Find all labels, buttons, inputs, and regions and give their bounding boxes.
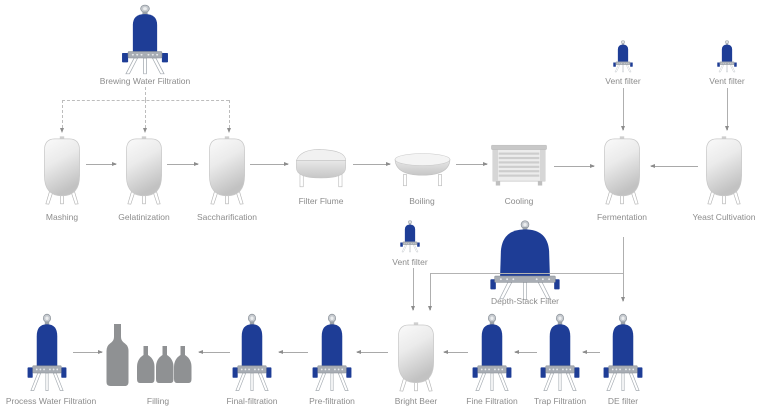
depth-stack-filter-label: Depth-Stack Filter [490,296,560,306]
final-filtration-label: Final-filtration [226,396,278,406]
pre-filtration-filter-icon [312,313,352,392]
arrow-trap-filtration-to-fine-filtration [514,350,537,354]
arrow-boiling-to-cooling [456,162,488,166]
mashing-tank-icon [44,136,80,205]
cooling-label: Cooling [504,196,534,206]
dashed-connector-stem [145,87,146,100]
arrow-fine-filtration-to-bright-beer [443,350,468,354]
trap-filtration-label: Trap Filtration [533,396,587,406]
vent-filter-yeast-label: Vent filter [709,76,745,86]
arrow-pre-filtration-to-final-filtration [278,350,308,354]
vent-filter-fermentation-icon [613,40,633,73]
vent-filter-bright-beer-icon [400,220,420,253]
saccharification-label: Saccharification [196,212,258,222]
arrow-yeast-to-fermentation [650,164,698,168]
gelatinization-tank-icon [126,136,162,205]
arrow-cooling-to-fermentation [554,164,595,168]
yeast-cultivation-tank-icon [706,136,742,205]
bright-beer-tank-icon [398,322,434,392]
process-water-filtration-label: Process Water Filtration [5,396,97,406]
pre-filtration-label: Pre-filtration [309,396,355,406]
dashed-arrow-to-mashing [60,100,64,133]
bright-beer-label: Bright Beer [394,396,438,406]
cooling-heat-exchanger-icon [491,144,547,186]
fine-filtration-label: Fine Filtration [466,396,518,406]
filter-flume-label: Filter Flume [298,196,344,206]
de-filter-label: DE filter [607,396,639,406]
arrow-de-filter-to-trap-filtration [582,350,600,354]
arrow-vent-to-fermentation [621,88,625,131]
dashed-arrow-to-gelatinization [143,100,147,133]
trap-filtration-filter-icon [540,313,580,392]
boiling-label: Boiling [409,196,435,206]
arrow-filter-flume-to-boiling [353,162,391,166]
vent-filter-bright-beer-label: Vent filter [392,257,428,267]
arrow-bright-beer-to-pre-filtration [356,350,388,354]
final-filtration-filter-icon [232,313,272,392]
gelatinization-label: Gelatinization [118,212,170,222]
arrow-gelatinization-to-saccharification [167,162,199,166]
vent-filter-fermentation-label: Vent filter [605,76,641,86]
filling-label: Filling [146,396,170,406]
filling-bottles-icon [104,322,192,388]
arrow-mashing-to-gelatinization [86,162,117,166]
saccharification-tank-icon [209,136,245,205]
de-filter-icon [603,313,643,392]
dashed-arrow-to-saccharification [227,100,231,133]
depth-stack-filter-icon [490,220,560,300]
fine-filtration-filter-icon [472,313,512,392]
filter-flume-vessel-icon [296,149,346,188]
arrow-vent-to-yeast [725,88,729,131]
arrow-final-filtration-to-filling [198,350,230,354]
arrow-saccharification-to-filter-flume [250,162,289,166]
arrow-process-water-to-filling [73,350,103,354]
depth-stack-connector-line [430,273,623,274]
fermentation-tank-icon [604,136,640,205]
fermentation-label: Fermentation [596,212,648,222]
arrow-vent-to-bright-beer [411,268,415,311]
arrow-fermentation-to-de-filter [621,237,625,302]
boiling-kettle-icon [394,153,451,187]
brewing-water-filter-icon [121,4,169,75]
vent-filter-yeast-icon [717,40,737,73]
brewing-water-filtration-label: Brewing Water Filtration [99,76,191,86]
mashing-label: Mashing [45,212,79,222]
arrow-depth-stack-to-bright-beer [428,273,432,311]
process-water-filter-icon [27,313,67,392]
yeast-cultivation-label: Yeast Cultivation [692,212,756,222]
